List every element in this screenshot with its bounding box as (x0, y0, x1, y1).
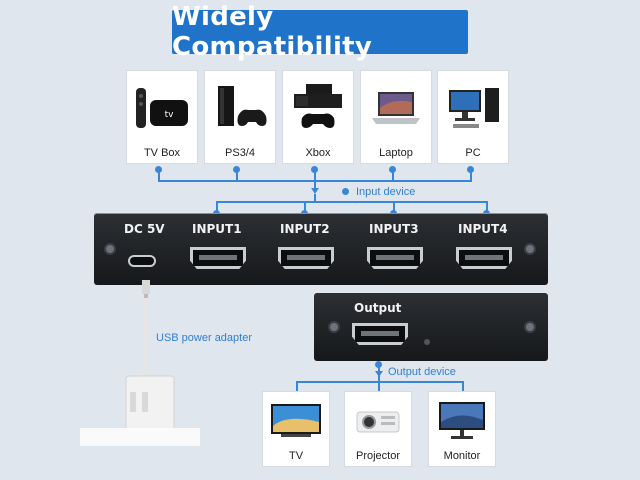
device-label: Projector (355, 450, 401, 462)
screw-icon (104, 243, 116, 255)
input4-label: INPUT4 (458, 222, 508, 236)
wire (314, 180, 316, 190)
device-card-xbox: Xbox (282, 70, 354, 164)
arrow-down-icon (311, 188, 319, 194)
arrow-down-icon (375, 371, 383, 377)
wire (158, 169, 160, 181)
device-label: PS3/4 (225, 147, 255, 159)
hdmi-port-icon (456, 247, 512, 269)
usb-power-adapter (80, 280, 210, 450)
wire-dot (342, 188, 349, 195)
screw-icon (328, 321, 340, 333)
tv-icon (266, 400, 326, 442)
pc-icon (441, 79, 505, 137)
output-port-label: Output (354, 301, 402, 315)
hdmi-port-icon (352, 323, 408, 345)
output-card-tv: TV (262, 391, 330, 467)
monitor-icon (432, 400, 492, 442)
hdmi-switcher: DC 5V INPUT1 INPUT2 INPUT3 INPUT4 (94, 213, 548, 285)
xbox-icon (286, 79, 350, 137)
device-label: TV Box (143, 147, 181, 159)
wire (470, 169, 472, 181)
wire (296, 381, 464, 383)
hdmi-port-icon (278, 247, 334, 269)
input1-label: INPUT1 (192, 222, 242, 236)
wire (236, 169, 238, 181)
hdmi-port-icon (190, 247, 246, 269)
wire (393, 201, 395, 214)
input3-label: INPUT3 (369, 222, 419, 236)
device-label: TV (288, 450, 304, 462)
device-label: PC (465, 147, 481, 159)
wire (216, 201, 218, 214)
dc-label: DC 5V (124, 222, 165, 236)
hdmi-output-unit: Output (314, 293, 548, 361)
tv-box-icon: tv (130, 79, 194, 137)
wire (486, 201, 488, 214)
wire (296, 381, 298, 392)
projector-icon (348, 400, 408, 442)
input-device-label: Input device (356, 186, 416, 198)
device-card-ps: PS3/4 (204, 70, 276, 164)
device-card-pc: PC (437, 70, 509, 164)
game-console-icon (208, 79, 272, 137)
svg-text:tv: tv (165, 110, 175, 120)
device-label: Monitor (443, 450, 481, 462)
usb-c-port-icon (128, 255, 156, 267)
device-card-laptop: Laptop (360, 70, 432, 164)
wire (314, 169, 316, 181)
wire (216, 201, 488, 203)
output-card-monitor: Monitor (428, 391, 496, 467)
screw-icon (524, 321, 536, 333)
laptop-icon (364, 79, 428, 137)
wire (392, 169, 394, 181)
usb-power-adapter-label: USB power adapter (156, 332, 252, 344)
input2-label: INPUT2 (280, 222, 330, 236)
wire (462, 381, 464, 392)
screw-icon (524, 243, 536, 255)
device-label: Laptop (379, 147, 413, 159)
led-icon (424, 339, 430, 345)
wire (304, 201, 306, 214)
device-label: Xbox (305, 147, 331, 159)
device-card-tv-box: tv TV Box (126, 70, 198, 164)
hdmi-port-icon (367, 247, 423, 269)
output-device-label: Output device (388, 366, 456, 378)
wire (378, 381, 380, 392)
output-card-projector: Projector (344, 391, 412, 467)
page-title: Widely Compatibility (172, 2, 468, 62)
wire (314, 194, 316, 202)
